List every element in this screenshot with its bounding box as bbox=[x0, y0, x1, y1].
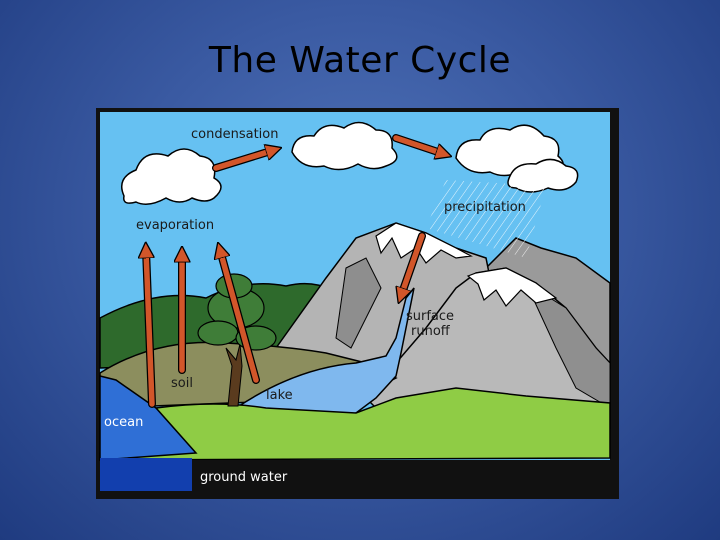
ocean bbox=[99, 375, 198, 461]
snow-cap-right bbox=[466, 267, 558, 307]
label-evaporation: evaporation bbox=[136, 218, 214, 233]
evaporation-arrow-ocean bbox=[146, 250, 156, 408]
ground-water bbox=[100, 458, 192, 491]
label-surface: surface bbox=[406, 309, 454, 324]
precipitation-rain bbox=[426, 180, 546, 258]
cloud-middle bbox=[291, 121, 398, 171]
lake bbox=[235, 287, 415, 427]
cloud-left bbox=[121, 148, 222, 205]
label-lake: lake bbox=[266, 388, 293, 403]
label-ocean: ocean bbox=[104, 415, 143, 430]
label-soil: soil bbox=[171, 376, 193, 391]
condensation-arrow-2 bbox=[392, 134, 444, 154]
label-condensation: condensation bbox=[191, 127, 278, 142]
cloud-right bbox=[455, 124, 579, 193]
label-ground-water: ground water bbox=[200, 470, 288, 485]
condensation-arrow bbox=[212, 150, 274, 172]
ground-band bbox=[192, 460, 610, 491]
evaporation-arrow-lake bbox=[220, 250, 260, 384]
slide-title: The Water Cycle bbox=[208, 40, 512, 81]
mountain-right-shade bbox=[524, 281, 611, 409]
runoff-arrow bbox=[401, 232, 426, 296]
label-runoff: runoff bbox=[411, 324, 451, 339]
label-precipitation: precipitation bbox=[444, 200, 526, 215]
water-cycle-diagram: condensation evaporation precipitation s… bbox=[96, 108, 619, 499]
mountain-left-shade bbox=[335, 257, 382, 349]
